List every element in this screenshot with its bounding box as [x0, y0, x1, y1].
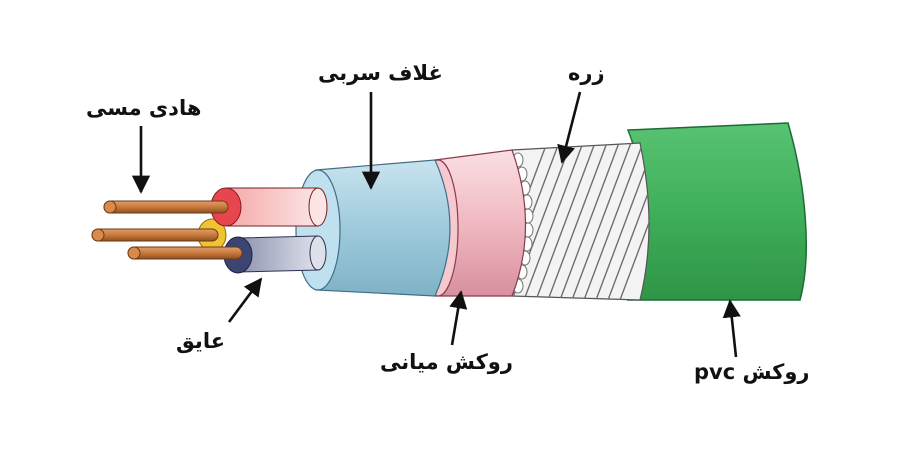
- arrow-middle-sheath: [449, 290, 468, 346]
- label-middle-sheath: روکش میانی: [380, 350, 513, 374]
- label-copper-conductor: هادی مسی: [86, 96, 202, 120]
- pvc-sheath: [626, 122, 807, 301]
- label-arrows: [131, 91, 741, 358]
- arrow-insulation: [227, 277, 263, 323]
- lead-sheath: [295, 159, 451, 297]
- insulated-cores: [197, 187, 328, 274]
- label-insulation: عایق: [176, 329, 226, 353]
- label-armor: زره: [568, 61, 605, 85]
- arrow-armor: [557, 91, 582, 164]
- label-lead-sheath: غلاف سربی: [318, 61, 443, 85]
- copper-conductors: [91, 200, 243, 260]
- label-pvc-sheath: روکش pvc: [694, 360, 810, 384]
- arrow-pvc-sheath: [722, 299, 741, 358]
- armor-layer: [511, 142, 650, 301]
